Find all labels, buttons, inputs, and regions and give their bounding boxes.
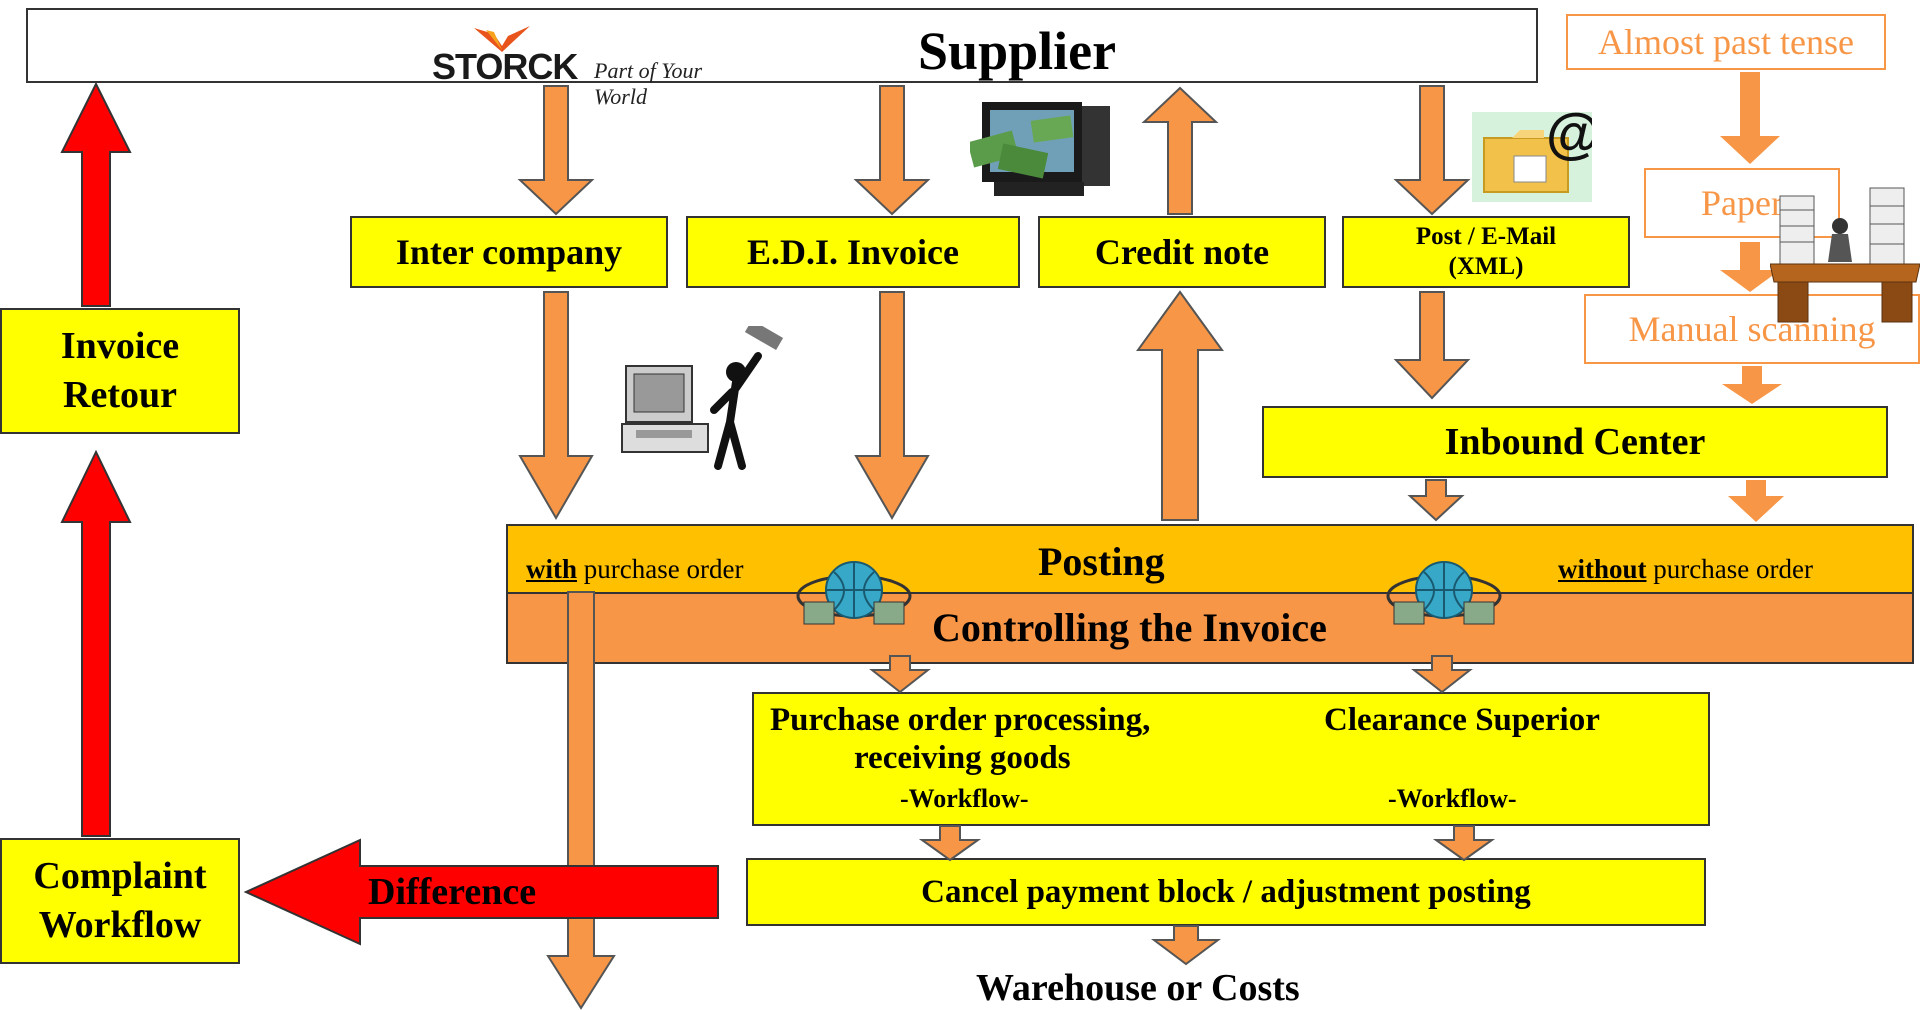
post-email-label: Post / E-Mail	[1415, 223, 1557, 250]
storck-logo-text: STORCK	[432, 46, 578, 87]
arrow-down-posting-to-clearance	[1411, 655, 1473, 694]
desk-paperwork-icon	[1770, 187, 1920, 323]
globe-network-icon-left	[796, 561, 912, 625]
without-rest: purchase order	[1646, 554, 1813, 584]
inbound-center-label: Inbound Center	[1444, 421, 1706, 463]
workflow-box	[752, 692, 1710, 826]
credit-note-box: Credit note	[1038, 216, 1326, 288]
supplier-title: Supplier	[918, 21, 1117, 81]
complaint-workflow-box: Complaint Workflow	[0, 838, 240, 964]
inter-company-box: Inter company	[350, 216, 668, 288]
arrow-up-posting-to-credit	[1136, 290, 1224, 521]
complaint-line1: Complaint	[33, 854, 207, 897]
po-processing-label: Purchase order processing,	[770, 702, 1151, 738]
arrow-down-edi-to-posting	[854, 291, 930, 520]
clearance-superior-label: Clearance Superior	[1324, 702, 1600, 738]
credit-note-label: Credit note	[1094, 232, 1270, 272]
posting-box	[506, 524, 1914, 594]
arrow-down-cancel-to-warehouse	[1151, 925, 1221, 966]
globe-network-icon-right	[1386, 561, 1502, 625]
arrow-left-difference	[243, 838, 719, 946]
arrow-down-edi	[853, 85, 931, 216]
arrow-down-scan-to-posting	[1728, 480, 1784, 522]
inter-company-label: Inter company	[395, 232, 623, 272]
with-po-label: with purchase order	[526, 554, 743, 585]
arrow-up-complaint-to-retour	[60, 449, 132, 837]
almost-past-tense-box: Almost past tense	[1566, 14, 1886, 70]
inbound-center-box: Inbound Center	[1262, 406, 1888, 478]
almost-past-tense-label: Almost past tense	[1598, 22, 1854, 62]
controlling-label: Controlling the Invoice	[932, 605, 1327, 650]
invoice-retour-line2: Retour	[63, 374, 177, 416]
money-computer-icon	[970, 102, 1110, 196]
hammer-computer-icon	[621, 326, 784, 470]
cancel-payment-box: Cancel payment block / adjustment postin…	[746, 858, 1706, 926]
manual-scanning-label: Manual scanning	[1628, 309, 1876, 349]
arrow-down-past-to-paper	[1720, 72, 1780, 164]
difference-label: Difference	[368, 871, 537, 913]
arrow-down-inter-to-posting	[518, 291, 594, 520]
arrow-down-paper-to-scan	[1720, 242, 1780, 292]
left-workflow-tag: -Workflow-	[900, 784, 1029, 813]
storck-bird-icon	[474, 26, 530, 52]
manual-scanning-box: Manual scanning	[1584, 294, 1920, 364]
with-emphasis: with	[526, 554, 578, 584]
arrow-down-post-to-inbound	[1393, 291, 1471, 400]
arrow-down-scan-to-inbound	[1722, 366, 1782, 404]
with-rest: purchase order	[577, 554, 744, 584]
post-email-box: Post / E-Mail (XML)	[1342, 216, 1630, 288]
invoice-retour-line1: Invoice	[60, 324, 180, 367]
posting-title: Posting	[1038, 539, 1165, 584]
storck-logo-tagline: Part of Your World	[594, 58, 703, 109]
without-po-label: without purchase order	[1558, 554, 1813, 585]
arrow-down-post-email	[1393, 85, 1471, 216]
invoice-retour-box: Invoice Retour	[0, 308, 240, 434]
arrow-down-posting-to-po	[869, 655, 931, 694]
warehouse-costs-label: Warehouse or Costs	[976, 967, 1300, 1009]
complaint-line2: Workflow	[38, 904, 202, 946]
post-email-xml-label: (XML)	[1448, 253, 1524, 280]
without-emphasis: without	[1558, 554, 1647, 584]
arrow-down-clearance-to-cancel	[1432, 825, 1496, 862]
arrow-up-credit-note	[1141, 86, 1219, 215]
email-folder-icon: @	[1472, 112, 1592, 202]
paper-label: Paper	[1701, 183, 1783, 223]
arrow-up-retour-to-supplier	[60, 81, 132, 307]
arrow-down-inbound-to-posting	[1407, 479, 1465, 522]
controlling-box	[506, 594, 1914, 664]
edi-invoice-box: E.D.I. Invoice	[686, 216, 1020, 288]
cancel-payment-label: Cancel payment block / adjustment postin…	[921, 873, 1531, 910]
svg-text:@: @	[1546, 112, 1592, 164]
receiving-goods-label: receiving goods	[854, 740, 1071, 776]
supplier-banner	[26, 8, 1538, 83]
storck-logo: STORCK Part of Your World	[432, 24, 702, 109]
right-workflow-tag: -Workflow-	[1388, 784, 1517, 813]
arrow-down-with-po	[546, 591, 616, 1010]
arrow-down-inter-company	[517, 85, 595, 216]
arrow-down-po-to-cancel	[918, 825, 982, 862]
edi-invoice-label: E.D.I. Invoice	[746, 232, 959, 272]
